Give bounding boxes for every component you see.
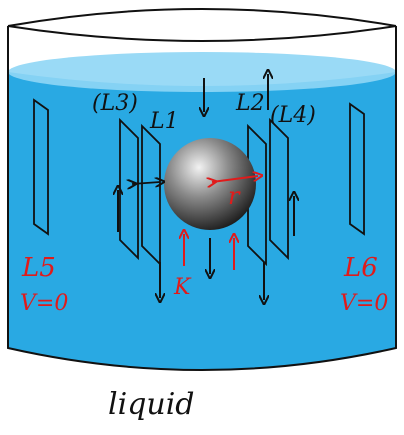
label-k: K: [173, 275, 192, 300]
label-l3: (L3): [92, 91, 138, 116]
radius-arrow: [212, 176, 258, 182]
label-r: r: [228, 182, 241, 210]
caption-liquid: liquid: [108, 387, 195, 422]
sphere: [164, 138, 256, 230]
label-v-left: V=0: [20, 291, 68, 316]
label-l6: L6: [343, 253, 378, 283]
label-l1: L1: [149, 109, 179, 134]
container-walls: [7, 26, 397, 371]
plate-l4: [269, 117, 289, 261]
plate-l6: [349, 102, 365, 236]
container-front-rim: [7, 25, 397, 42]
plate-l5: [33, 98, 49, 236]
label-l5: L5: [21, 253, 56, 283]
label-l4: (L4): [270, 103, 316, 128]
gap-indicator-arrow: [132, 182, 160, 184]
plate-l3: [119, 117, 139, 261]
label-v-right: V=0: [340, 291, 388, 316]
liquid-surface: [8, 52, 396, 92]
container-back-rim: [7, 8, 397, 27]
label-l2: L2: [235, 91, 265, 116]
